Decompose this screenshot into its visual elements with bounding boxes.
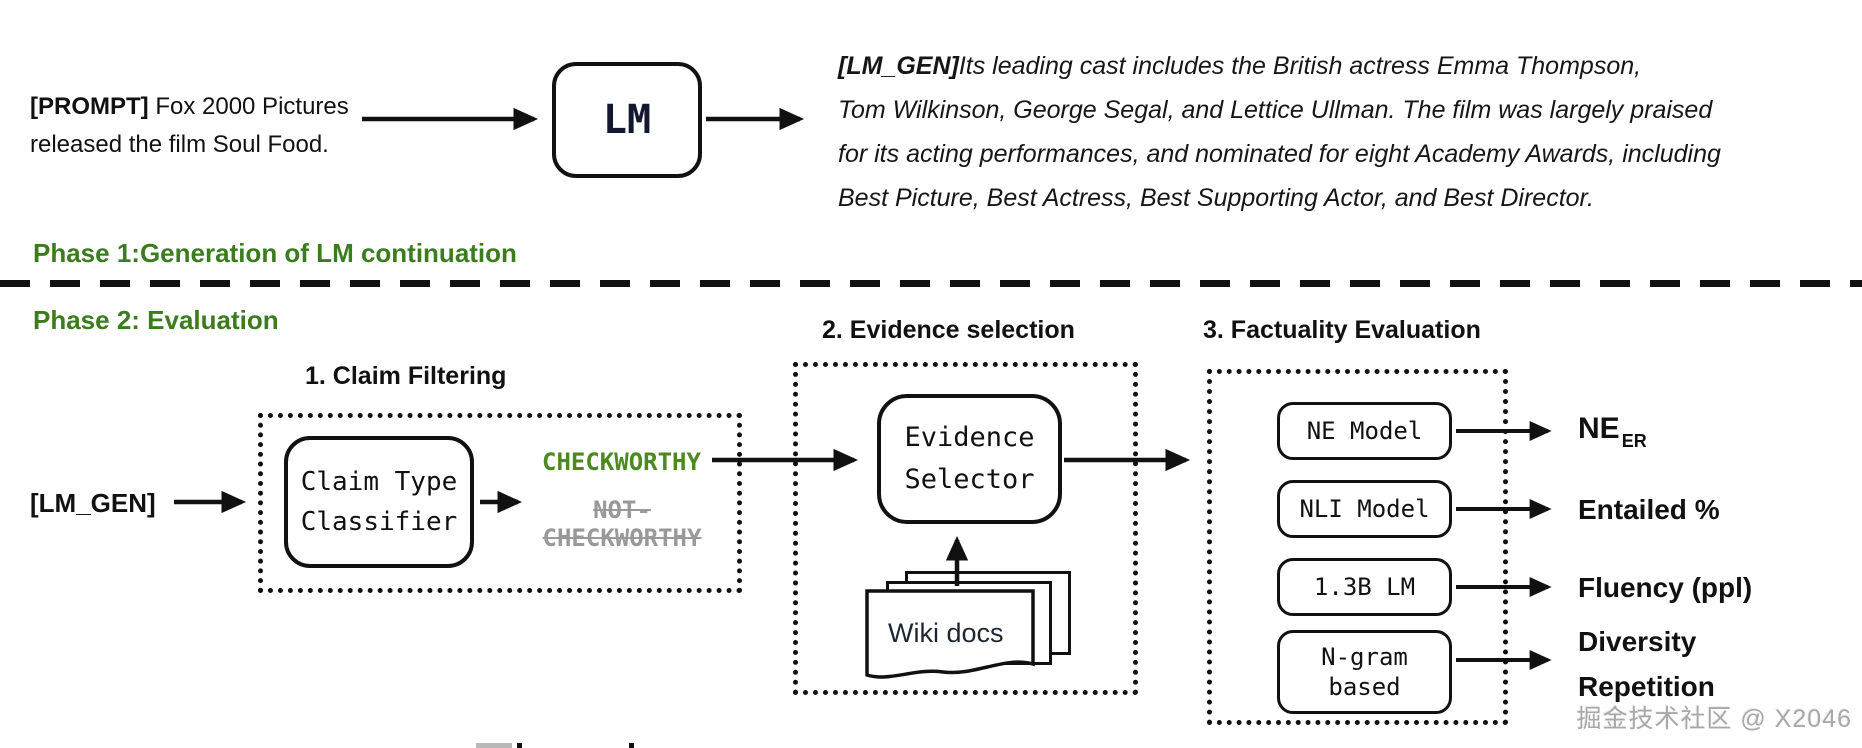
prompt-line-2: released the film Soul Food. — [30, 131, 329, 158]
gen-line-3: for its acting performances, and nominat… — [838, 140, 1721, 168]
classifier-label-line2: Classifier — [300, 507, 458, 537]
prompt-tag: [PROMPT] — [30, 93, 149, 120]
ngram-label-line1: N-gram — [1321, 643, 1408, 671]
metric-repetition: Repetition — [1578, 671, 1715, 702]
evidence-selector-node: Evidence Selector — [877, 394, 1062, 524]
selector-label-line1: Evidence — [904, 422, 1035, 453]
claim-filtering-title: 1. Claim Filtering — [305, 362, 507, 390]
wiki-docs-label: Wiki docs — [888, 618, 1004, 648]
factuality-evaluation-title: 3. Factuality Evaluation — [1203, 316, 1481, 344]
caption-mark-1 — [517, 743, 522, 748]
ngram-node: N-gram based — [1277, 630, 1452, 714]
not-checkworthy-line2: CHECKWORTHY — [542, 524, 702, 552]
ne-model-label: NE Model — [1306, 417, 1423, 445]
selector-label-line2: Selector — [904, 464, 1035, 495]
nli-model-node: NLI Model — [1277, 480, 1452, 538]
metric-ne-main: NE — [1578, 412, 1620, 445]
checkworthy-label: CHECKWORTHY — [542, 448, 701, 476]
lm-gen-tag: [LM_GEN] — [838, 52, 959, 80]
claim-type-classifier-node: Claim Type Classifier — [284, 436, 474, 568]
evidence-selection-title: 2. Evidence selection — [822, 316, 1075, 344]
metric-diversity: Diversity — [1578, 626, 1697, 657]
lmgen-input-label: [LM_GEN] — [30, 488, 156, 518]
metric-fluency: Fluency (ppl) — [1578, 572, 1753, 603]
metric-ne-subscript: ER — [1621, 431, 1647, 451]
lm-generation-text: [LM_GEN]Its leading cast includes the Br… — [838, 44, 1721, 220]
ngram-label-line2: based — [1328, 673, 1401, 701]
gen-line-1: [LM_GEN]Its leading cast includes the Br… — [838, 44, 1721, 88]
ne-model-node: NE Model — [1277, 402, 1452, 460]
cropped-caption-fragment — [476, 743, 646, 748]
not-checkworthy-label: NOT- CHECKWORTHY — [542, 496, 702, 552]
prompt-line-1: [PROMPT] Fox 2000 Pictures — [30, 88, 349, 126]
prompt-line-1-rest: Fox 2000 Pictures — [148, 93, 349, 120]
factuality-evaluation-box — [1207, 369, 1508, 725]
lm-1-3b-node: 1.3B LM — [1277, 558, 1452, 616]
caption-mark-gray — [476, 743, 512, 748]
phase1-label: Phase 1:Generation of LM continuation — [33, 238, 517, 268]
lm-1-3b-label: 1.3B LM — [1313, 573, 1416, 601]
phase2-label: Phase 2: Evaluation — [33, 305, 279, 335]
caption-mark-2 — [629, 743, 634, 748]
lm-node-label: LM — [602, 97, 652, 143]
phase-divider-dashed-line — [0, 280, 1862, 287]
gen-line-4: Best Picture, Best Actress, Best Support… — [838, 184, 1594, 212]
prompt-text: [PROMPT] Fox 2000 Pictures released the … — [30, 88, 349, 164]
nli-model-label: NLI Model — [1299, 495, 1430, 523]
evidence-selection-box — [793, 362, 1138, 695]
wiki-doc-page-front — [865, 589, 1035, 679]
watermark-text: 掘金技术社区 @ X2046 — [1576, 705, 1852, 733]
not-checkworthy-line1: NOT- — [593, 496, 651, 524]
metric-entailed: Entailed % — [1578, 494, 1720, 525]
classifier-label-line1: Claim Type — [300, 467, 458, 497]
claim-filtering-box — [258, 413, 742, 593]
gen-line-2: Tom Wilkinson, George Segal, and Lettice… — [838, 96, 1713, 124]
lm-node: LM — [552, 62, 702, 178]
gen-line-1-text: Its leading cast includes the British ac… — [958, 52, 1642, 80]
